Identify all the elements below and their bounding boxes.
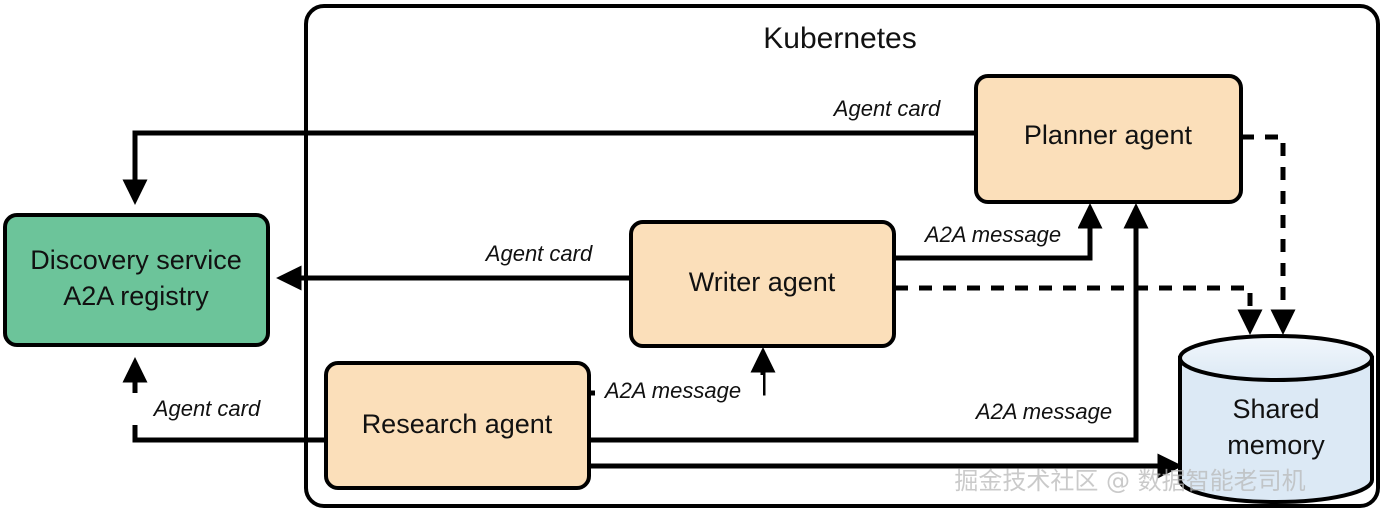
node-shared-memory[interactable]: Shared memory <box>1178 334 1374 504</box>
edge-label-research-planner-a2a-message: A2A message <box>960 396 1128 428</box>
kubernetes-title: Kubernetes <box>763 22 916 55</box>
node-research-agent-label: Research agent <box>362 409 553 439</box>
node-planner-agent[interactable]: Planner agent <box>974 74 1243 204</box>
node-writer-agent[interactable]: Writer agent <box>629 220 896 348</box>
edge-label-writer-a2a-message: A2A message <box>910 219 1078 251</box>
node-planner-agent-label: Planner agent <box>1024 120 1193 150</box>
edge-planner-to-discovery <box>122 130 975 205</box>
edge-writer-to-planner <box>895 203 1103 261</box>
edge-research-to-discovery <box>122 357 325 443</box>
edge-label-text: Agent card <box>832 96 941 121</box>
node-writer-agent-label: Writer agent <box>689 267 836 297</box>
node-discovery-service[interactable]: Discovery service A2A registry <box>3 213 270 347</box>
node-research-agent[interactable]: Research agent <box>324 361 591 490</box>
node-shared-memory-label-line1: Shared <box>1232 394 1319 424</box>
edge-research-to-planner <box>590 203 1149 443</box>
edge-label-text: Agent card <box>484 241 593 266</box>
edge-planner-to-shared <box>1241 134 1296 335</box>
cylinder-top <box>1178 334 1374 382</box>
edge-label-research-writer-a2a-message: A2A message <box>595 375 763 407</box>
node-discovery-service-label-line1: Discovery service <box>30 245 242 275</box>
edge-label-research-agent-card: Agent card <box>131 393 289 425</box>
edge-label-text: A2A message <box>974 399 1112 424</box>
node-discovery-service-label-line2: A2A registry <box>63 281 209 311</box>
edge-label-text: A2A message <box>923 222 1061 247</box>
edge-label-writer-agent-card: Agent card <box>460 238 618 270</box>
cylinder-body <box>1178 356 1374 504</box>
edge-label-text: A2A message <box>603 378 741 403</box>
node-shared-memory-label-line2: memory <box>1227 430 1325 460</box>
watermark-text: 掘金技术社区 @ 数据智能老司机 <box>954 467 1305 495</box>
edge-label-planner-agent-card: Agent card <box>808 92 966 124</box>
edge-label-text: Agent card <box>152 396 261 421</box>
